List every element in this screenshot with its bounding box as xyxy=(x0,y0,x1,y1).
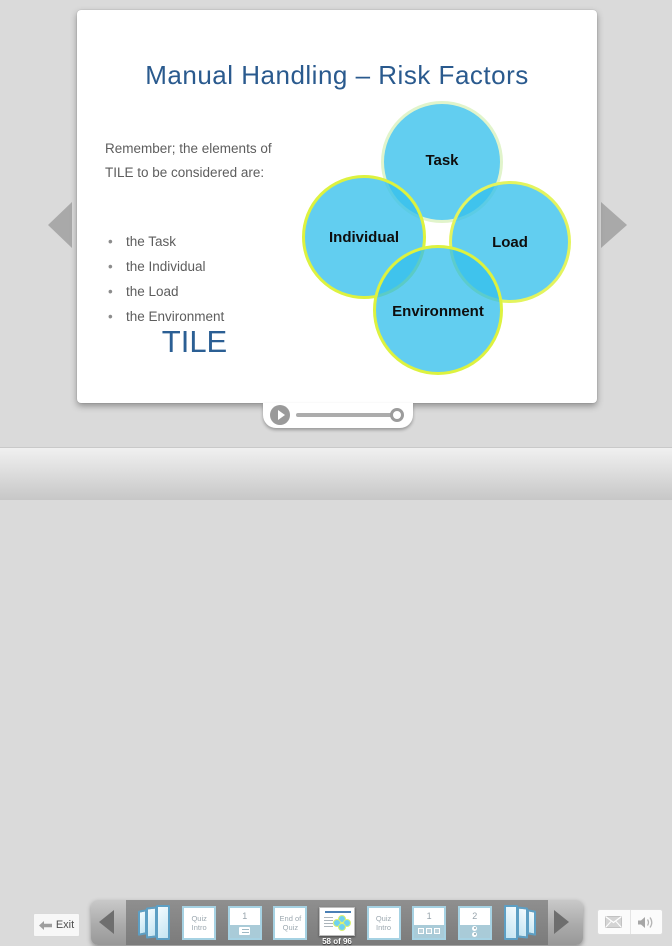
tile-acronym: TILE xyxy=(161,324,228,359)
previous-slide-arrow-icon[interactable] xyxy=(48,202,72,248)
thumbnail-label: Quiz Intro xyxy=(191,913,207,932)
thumbnail-question-2[interactable]: 2 xyxy=(457,905,492,940)
thumbnail-question-1b[interactable]: 1 xyxy=(412,905,447,940)
bullet-list: the Task the Individual the Load the Env… xyxy=(105,229,305,329)
squares-icon xyxy=(418,928,425,934)
seek-track[interactable] xyxy=(296,413,398,417)
right-triangle-icon xyxy=(554,910,569,934)
mini-slide-circles xyxy=(332,914,351,932)
left-triangle-icon xyxy=(99,910,114,934)
thumbnail-question-1[interactable]: 1 xyxy=(227,905,262,940)
exit-left-arrow-icon xyxy=(38,920,52,930)
page-indicator: 58 of 96 xyxy=(322,936,352,946)
list-icon xyxy=(239,927,251,935)
thumbnail-quiz-intro[interactable]: Quiz Intro xyxy=(182,905,217,940)
task-circle-label: Task xyxy=(425,152,459,169)
thumbnail-label: 1 xyxy=(414,907,445,925)
individual-circle-label: Individual xyxy=(328,229,399,246)
next-slide-arrow-icon[interactable] xyxy=(601,202,627,248)
slide-canvas: Manual Handling – Risk Factors Remember;… xyxy=(77,10,597,403)
navigator-prev-button[interactable] xyxy=(99,909,121,936)
thumbnail-strip: Quiz Intro 1 End of Quiz xyxy=(126,900,548,946)
bullet-item: the Environment xyxy=(105,304,305,329)
bullet-item: the Individual xyxy=(105,254,305,279)
environment-circle-label: Environment xyxy=(392,303,484,320)
thumbnail-label: 1 xyxy=(229,907,260,925)
email-button[interactable] xyxy=(598,910,630,934)
task-circle xyxy=(381,101,503,223)
dots-icon xyxy=(472,925,478,937)
thumbnail-end-of-quiz[interactable]: End of Quiz xyxy=(273,905,308,940)
mini-slide-title-bar xyxy=(324,910,351,913)
utility-buttons xyxy=(597,909,663,935)
bullet-item: the Task xyxy=(105,229,305,254)
exit-button[interactable]: Exit xyxy=(33,913,80,937)
seek-handle[interactable] xyxy=(390,408,404,422)
player-bottom-bar: Exit Quiz Intro 1 End xyxy=(0,447,672,946)
thumbnail-label: End of Quiz xyxy=(279,913,302,932)
bullet-item: the Load xyxy=(105,279,305,304)
volume-button[interactable] xyxy=(629,910,663,934)
environment-circle xyxy=(373,245,503,375)
load-circle-label: Load xyxy=(492,234,528,251)
load-circle xyxy=(449,181,571,303)
thumbnail-book-pages-icon[interactable] xyxy=(137,904,171,941)
thumbnail-label: 2 xyxy=(459,907,490,925)
envelope-icon xyxy=(605,916,623,928)
slide-title: Manual Handling – Risk Factors xyxy=(145,60,529,90)
thumbnail-quiz-intro-2[interactable]: Quiz Intro xyxy=(366,905,401,940)
mini-slide-text-lines xyxy=(323,916,333,928)
exit-button-label: Exit xyxy=(55,919,75,931)
thumbnail-book-pages-icon-right[interactable] xyxy=(503,904,537,941)
slide-navigator: Quiz Intro 1 End of Quiz xyxy=(91,900,583,946)
thumbnail-current-slide-wrap: 58 of 96 xyxy=(318,906,355,946)
play-button[interactable] xyxy=(270,405,290,425)
navigator-next-button[interactable] xyxy=(554,909,576,936)
thumbnail-current-slide[interactable] xyxy=(318,906,355,936)
speaker-icon xyxy=(638,916,653,928)
intro-text: Remember; the elements of TILE to be con… xyxy=(105,141,272,180)
thumbnail-label: Quiz Intro xyxy=(375,913,392,932)
seekbar xyxy=(263,403,413,428)
